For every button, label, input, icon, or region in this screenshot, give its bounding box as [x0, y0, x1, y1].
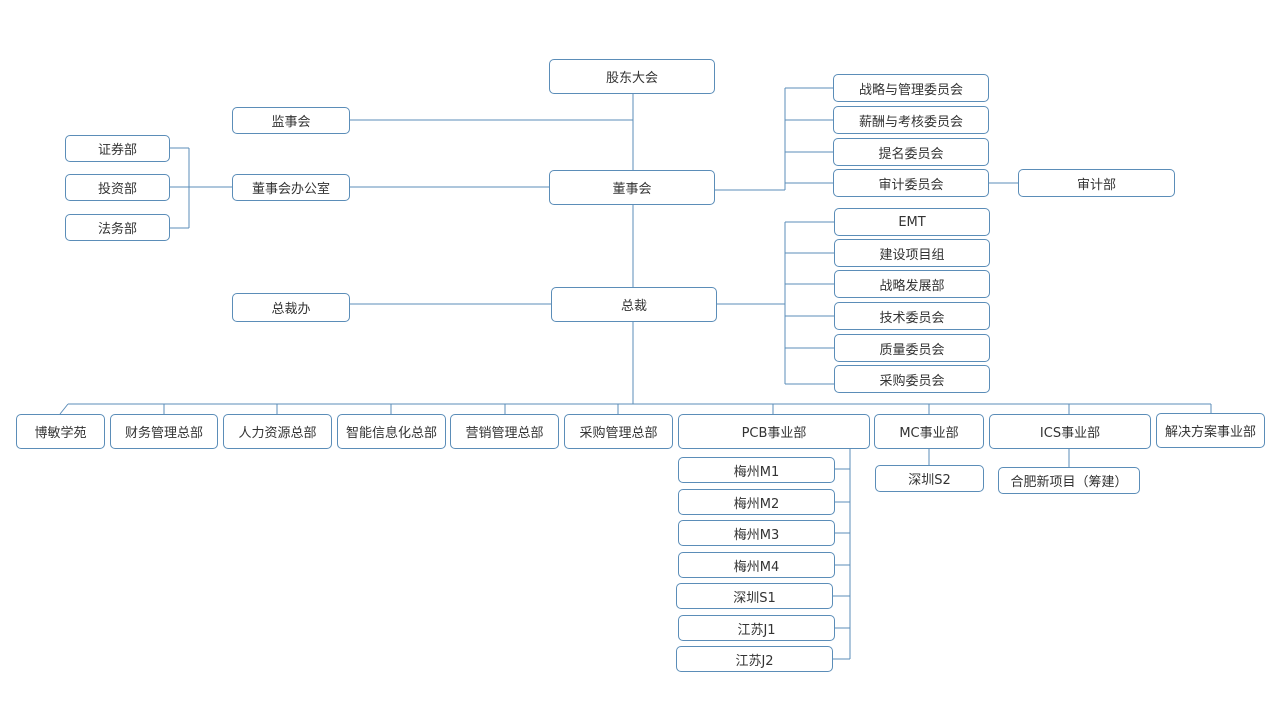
procurement-hq: 采购管理总部 — [564, 414, 673, 449]
ceo: 总裁 — [551, 287, 717, 322]
meizhou-m2: 梅州M2 — [678, 489, 835, 515]
solutions-division: 解决方案事业部 — [1156, 413, 1265, 448]
securities-dept: 证券部 — [65, 135, 170, 162]
hefei-new-project: 合肥新项目（筹建） — [998, 467, 1140, 494]
emt: EMT — [834, 208, 990, 236]
tech-committee: 技术委员会 — [834, 302, 990, 330]
procurement-committee: 采购委员会 — [834, 365, 990, 393]
connector — [59, 403, 69, 415]
shenzhen-s2: 深圳S2 — [875, 465, 984, 492]
legal-dept: 法务部 — [65, 214, 170, 241]
it-hq: 智能信息化总部 — [337, 414, 446, 449]
bomin-academy: 博敏学苑 — [16, 414, 105, 449]
strategy-committee: 战略与管理委员会 — [833, 74, 989, 102]
construction-group: 建设项目组 — [834, 239, 990, 267]
audit-committee: 审计委员会 — [833, 169, 989, 197]
meizhou-m1: 梅州M1 — [678, 457, 835, 483]
meizhou-m3: 梅州M3 — [678, 520, 835, 546]
jiangsu-j1: 江苏J1 — [678, 615, 835, 641]
strategic-dev-dept: 战略发展部 — [834, 270, 990, 298]
jiangsu-j2: 江苏J2 — [676, 646, 833, 672]
board-office: 董事会办公室 — [232, 174, 350, 201]
board-of-directors: 董事会 — [549, 170, 715, 205]
meizhou-m4: 梅州M4 — [678, 552, 835, 578]
pcb-division: PCB事业部 — [678, 414, 870, 449]
audit-dept: 审计部 — [1018, 169, 1175, 197]
quality-committee: 质量委员会 — [834, 334, 990, 362]
marketing-hq: 营销管理总部 — [450, 414, 559, 449]
compensation-committee: 薪酬与考核委员会 — [833, 106, 989, 134]
ics-division: ICS事业部 — [989, 414, 1151, 449]
ceo-office: 总裁办 — [232, 293, 350, 322]
finance-hq: 财务管理总部 — [110, 414, 218, 449]
shareholders-meeting: 股东大会 — [549, 59, 715, 94]
investment-dept: 投资部 — [65, 174, 170, 201]
supervisory-board: 监事会 — [232, 107, 350, 134]
hr-hq: 人力资源总部 — [223, 414, 332, 449]
mc-division: MC事业部 — [874, 414, 984, 449]
shenzhen-s1: 深圳S1 — [676, 583, 833, 609]
nomination-committee: 提名委员会 — [833, 138, 989, 166]
